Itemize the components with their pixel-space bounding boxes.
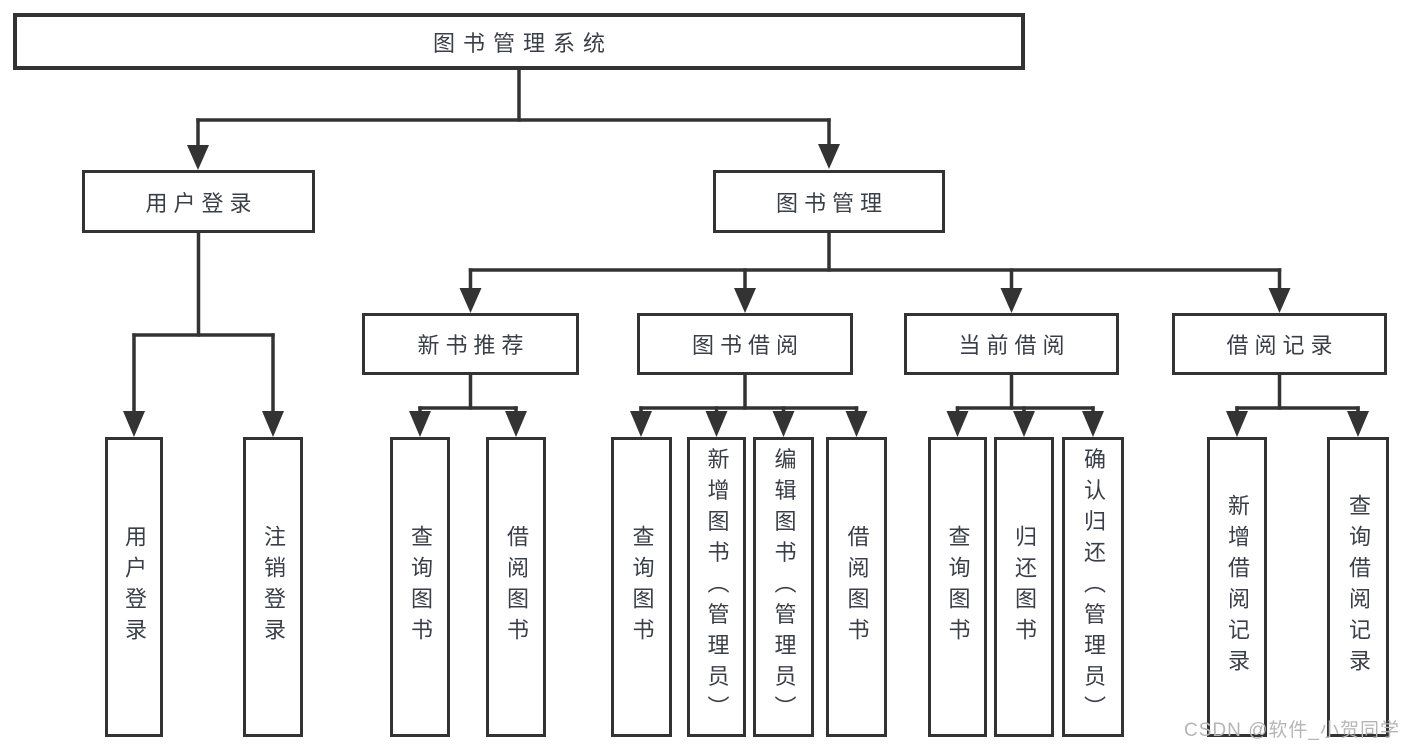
watermark-text: CSDN @软件_小贺同学 [1184, 720, 1400, 741]
leaf-label: 查询图书 [945, 525, 971, 649]
edge-user-login-to-leaves [123, 233, 284, 437]
leaf-borrow-books: 借阅图书 [826, 437, 887, 737]
leaf-borrow-books-recommend: 借阅图书 [486, 437, 546, 737]
leaf-label: 归还图书 [1012, 525, 1037, 649]
leaf-label: 注销登录 [261, 525, 286, 649]
node-library-system: 图书管理系统 [13, 13, 1025, 70]
edge-book-borrow-to-leaves [630, 375, 868, 437]
leaf-add-book-admin: 新增图书（管理员） [687, 437, 746, 737]
edge-current-borrow-to-leaves [946, 375, 1104, 437]
edge-book-management-to-level3 [459, 233, 1291, 313]
node-label: 新书推荐 [417, 333, 530, 358]
edge-root-to-level2 [187, 70, 840, 170]
node-label: 图书借阅 [691, 333, 804, 358]
node-current-borrow: 当前借阅 [904, 313, 1119, 375]
node-label: 当前借阅 [958, 333, 1071, 358]
leaf-label: 编辑图书（管理员） [771, 447, 797, 727]
leaf-edit-book-admin: 编辑图书（管理员） [753, 437, 814, 737]
leaf-query-books-recommend: 查询图书 [390, 437, 450, 737]
leaf-logout: 注销登录 [243, 437, 303, 737]
leaf-label: 借阅图书 [504, 525, 529, 649]
leaf-query-books-borrow: 查询图书 [611, 437, 672, 737]
leaf-return-books: 归还图书 [994, 437, 1054, 737]
node-borrow-records: 借阅记录 [1172, 313, 1387, 375]
leaf-label: 查询借阅记录 [1346, 494, 1371, 680]
leaf-user-login: 用户登录 [105, 437, 163, 737]
leaf-query-books-current: 查询图书 [928, 437, 987, 737]
leaf-add-borrow-record: 新增借阅记录 [1207, 437, 1267, 737]
edge-borrow-records-to-leaves [1226, 375, 1369, 437]
leaf-label: 确认归还（管理员） [1081, 447, 1106, 727]
node-label: 借阅记录 [1226, 333, 1339, 358]
node-book-management: 图书管理 [713, 170, 945, 233]
leaf-label: 借阅图书 [844, 525, 870, 649]
leaf-query-borrow-record: 查询借阅记录 [1327, 437, 1389, 737]
leaf-confirm-return-admin: 确认归还（管理员） [1062, 437, 1124, 737]
leaf-label: 用户登录 [122, 525, 147, 649]
edge-new-book-recommend-to-leaves [409, 375, 527, 437]
node-label: 用户登录 [145, 190, 258, 216]
node-user-login: 用户登录 [82, 170, 315, 233]
node-label: 图书管理系统 [432, 30, 613, 56]
node-label: 图书管理 [775, 190, 888, 216]
node-book-borrow: 图书借阅 [637, 313, 853, 375]
leaf-label: 查询图书 [408, 525, 433, 649]
node-new-book-recommend: 新书推荐 [362, 313, 579, 375]
leaf-label: 新增借阅记录 [1225, 494, 1250, 680]
leaf-label: 查询图书 [629, 525, 655, 649]
leaf-label: 新增图书（管理员） [704, 447, 730, 727]
